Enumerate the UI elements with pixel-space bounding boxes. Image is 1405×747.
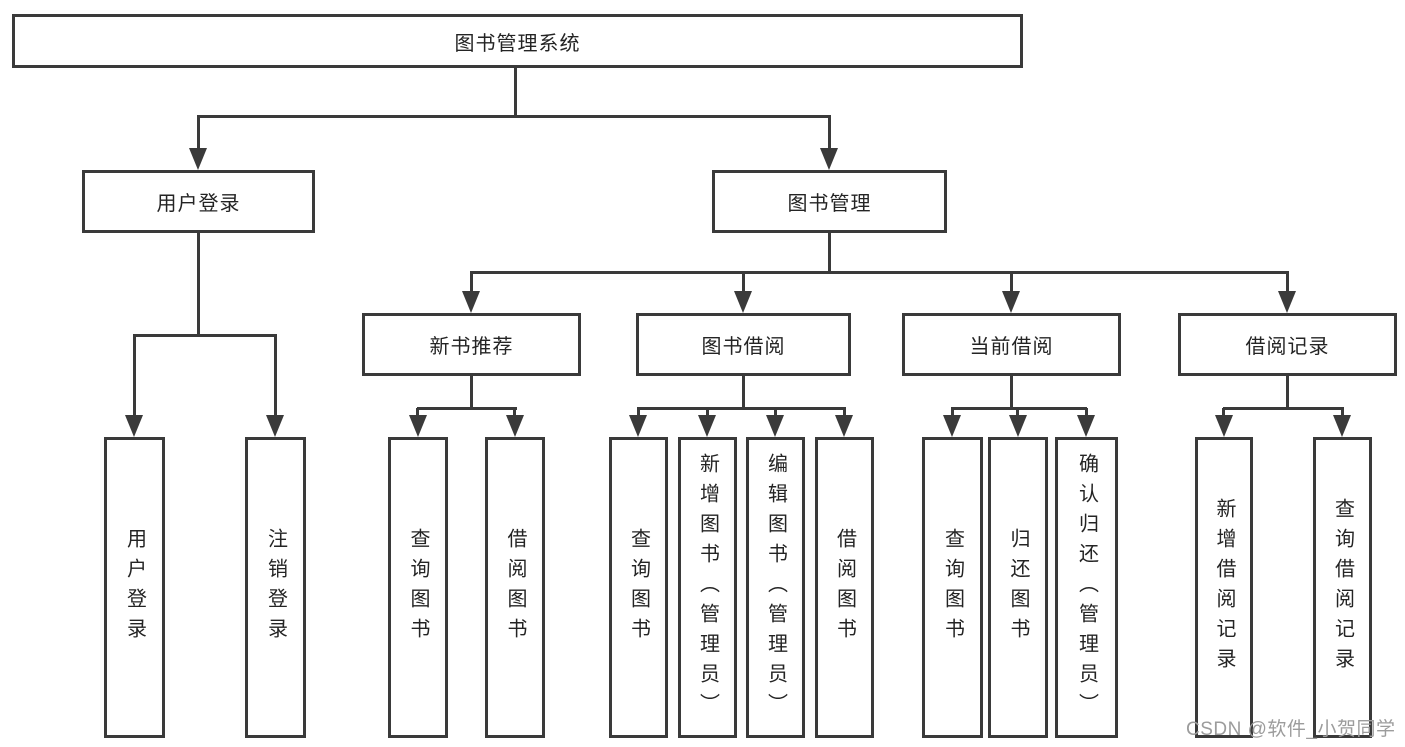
- arrowhead-icon: [1002, 291, 1020, 313]
- csdn-watermark: CSDN @软件_小贺同学: [1186, 719, 1396, 740]
- leaf-logout: 注销登录: [245, 437, 306, 738]
- connector-line: [637, 408, 640, 417]
- connector-line: [742, 272, 745, 293]
- connector-line: [706, 408, 709, 417]
- connector-line: [742, 376, 745, 408]
- node-label: 图书管理系统: [454, 32, 581, 55]
- arrowhead-icon: [189, 148, 207, 170]
- leaf-label: 确认归还（管理员）: [1075, 452, 1098, 723]
- connector-line: [1223, 407, 1344, 410]
- leaf-query-books-borrowing: 查询图书: [609, 437, 668, 738]
- connector-line: [774, 408, 777, 417]
- connector-line: [417, 407, 517, 410]
- connector-line: [1286, 272, 1289, 293]
- node-label: 图书借阅: [701, 336, 786, 358]
- node-book-borrowing: 图书借阅: [636, 313, 851, 376]
- connector-line: [1016, 408, 1019, 417]
- leaf-label: 查询借阅记录: [1331, 497, 1354, 678]
- connector-line: [133, 334, 277, 337]
- connector-line: [470, 271, 1289, 274]
- connector-line: [951, 408, 954, 417]
- arrowhead-icon: [1009, 415, 1027, 437]
- connector-line: [637, 407, 846, 410]
- node-label: 当前借阅: [969, 336, 1054, 358]
- arrowhead-icon: [125, 415, 143, 437]
- connector-line: [514, 68, 517, 117]
- connector-line: [274, 335, 277, 417]
- leaf-query-books-current: 查询图书: [922, 437, 983, 738]
- arrowhead-icon: [698, 415, 716, 437]
- connector-line: [470, 376, 473, 408]
- connector-line: [133, 335, 136, 417]
- connector-line: [197, 115, 831, 118]
- arrowhead-icon: [462, 291, 480, 313]
- arrowhead-icon: [943, 415, 961, 437]
- leaf-add-books-admin: 新增图书（管理员）: [678, 437, 737, 738]
- leaf-query-books-recommend: 查询图书: [388, 437, 448, 738]
- arrowhead-icon: [766, 415, 784, 437]
- leaf-label: 新增图书（管理员）: [696, 452, 719, 723]
- leaf-label: 查询图书: [941, 527, 964, 648]
- leaf-label: 查询图书: [407, 527, 429, 648]
- arrowhead-icon: [835, 415, 853, 437]
- leaf-label: 借阅图书: [504, 527, 526, 648]
- leaf-user-login: 用户登录: [104, 437, 165, 738]
- node-label: 用户登录: [156, 193, 241, 215]
- node-user-login: 用户登录: [82, 170, 315, 233]
- connector-line: [416, 408, 419, 417]
- connector-line: [1222, 408, 1225, 417]
- arrowhead-icon: [820, 148, 838, 170]
- arrowhead-icon: [1333, 415, 1351, 437]
- leaf-query-borrow-record: 查询借阅记录: [1313, 437, 1372, 738]
- node-label: 新书推荐: [429, 336, 514, 358]
- connector-line: [513, 408, 516, 417]
- leaf-borrow-books: 借阅图书: [815, 437, 874, 738]
- arrowhead-icon: [1278, 291, 1296, 313]
- connector-line: [1085, 408, 1088, 417]
- node-borrowing-records: 借阅记录: [1178, 313, 1397, 376]
- connector-line: [197, 233, 200, 335]
- leaf-label: 编辑图书（管理员）: [764, 452, 787, 723]
- connector-line: [1010, 272, 1013, 293]
- leaf-confirm-return-admin: 确认归还（管理员）: [1055, 437, 1118, 738]
- arrowhead-icon: [266, 415, 284, 437]
- arrowhead-icon: [506, 415, 524, 437]
- leaf-label: 用户登录: [123, 527, 146, 648]
- leaf-edit-books-admin: 编辑图书（管理员）: [746, 437, 805, 738]
- connector-line: [1286, 376, 1289, 408]
- node-label: 图书管理: [787, 193, 872, 215]
- node-library-management-system: 图书管理系统: [12, 14, 1023, 68]
- leaf-add-borrow-record: 新增借阅记录: [1195, 437, 1253, 738]
- leaf-label: 新增借阅记录: [1213, 497, 1235, 678]
- leaf-label: 归还图书: [1007, 527, 1029, 648]
- connector-line: [828, 233, 831, 272]
- connector-line: [1010, 376, 1013, 408]
- connector-line: [470, 272, 473, 293]
- node-new-book-recommendation: 新书推荐: [362, 313, 581, 376]
- leaf-return-books: 归还图书: [988, 437, 1048, 738]
- arrowhead-icon: [734, 291, 752, 313]
- node-book-management: 图书管理: [712, 170, 947, 233]
- connector-line: [1341, 408, 1344, 417]
- leaf-label: 借阅图书: [833, 527, 856, 648]
- node-current-borrowing: 当前借阅: [902, 313, 1121, 376]
- node-label: 借阅记录: [1245, 336, 1330, 358]
- arrowhead-icon: [1215, 415, 1233, 437]
- leaf-label: 注销登录: [264, 527, 287, 648]
- connector-line: [197, 117, 200, 150]
- connector-line: [828, 117, 831, 150]
- arrowhead-icon: [409, 415, 427, 437]
- connector-line: [843, 408, 846, 417]
- connector-line: [951, 407, 1087, 410]
- arrowhead-icon: [629, 415, 647, 437]
- leaf-label: 查询图书: [627, 527, 650, 648]
- leaf-borrow-books-recommend: 借阅图书: [485, 437, 545, 738]
- arrowhead-icon: [1077, 415, 1095, 437]
